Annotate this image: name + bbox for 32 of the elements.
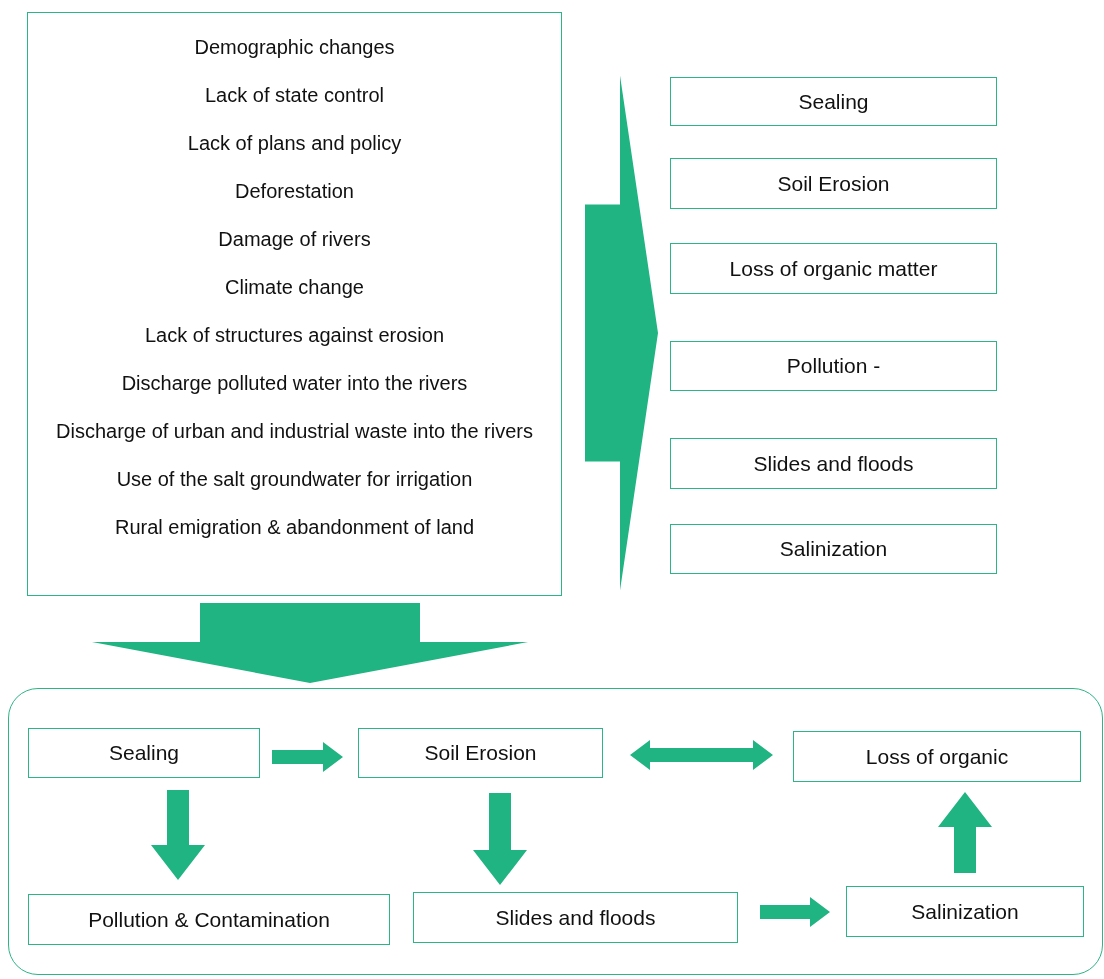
block-arrow (151, 790, 205, 880)
process-box: Salinization (846, 886, 1084, 937)
block-arrow (272, 742, 343, 772)
block-arrow (92, 603, 528, 683)
process-box: Soil Erosion (670, 158, 997, 209)
cause-text: Use of the salt groundwater for irrigation (115, 467, 474, 492)
cause-text: Discharge polluted water into the rivers (120, 371, 469, 396)
block-arrow (473, 793, 527, 885)
process-box: Loss of organic matter (670, 243, 997, 294)
process-box: Sealing (670, 77, 997, 126)
process-box: Salinization (670, 524, 997, 574)
block-arrow (760, 897, 830, 927)
process-box: Slides and floods (670, 438, 997, 489)
cause-text: Rural emigration & abandonment of land (113, 515, 476, 540)
cause-text: Climate change (224, 275, 365, 300)
cause-text: Discharge of urban and industrial waste into the rivers (55, 419, 534, 444)
process-box: Slides and floods (413, 892, 738, 943)
cause-text: Damage of rivers (217, 227, 372, 252)
cause-text: Lack of structures against erosion (143, 323, 445, 348)
process-box: Sealing (28, 728, 260, 778)
cause-text: Deforestation (234, 179, 355, 204)
cause-text: Demographic changes (193, 35, 396, 60)
process-box: Pollution & Contamination (28, 894, 390, 945)
process-box: Pollution - (670, 341, 997, 391)
flow-panel (8, 688, 1103, 975)
cause-text: Lack of plans and policy (186, 131, 403, 156)
process-box: Loss of organic (793, 731, 1081, 782)
block-arrow (938, 792, 992, 873)
block-arrow (630, 740, 773, 770)
cause-list-box (27, 12, 562, 596)
process-box: Soil Erosion (358, 728, 603, 778)
cause-text: Lack of state control (204, 83, 385, 108)
